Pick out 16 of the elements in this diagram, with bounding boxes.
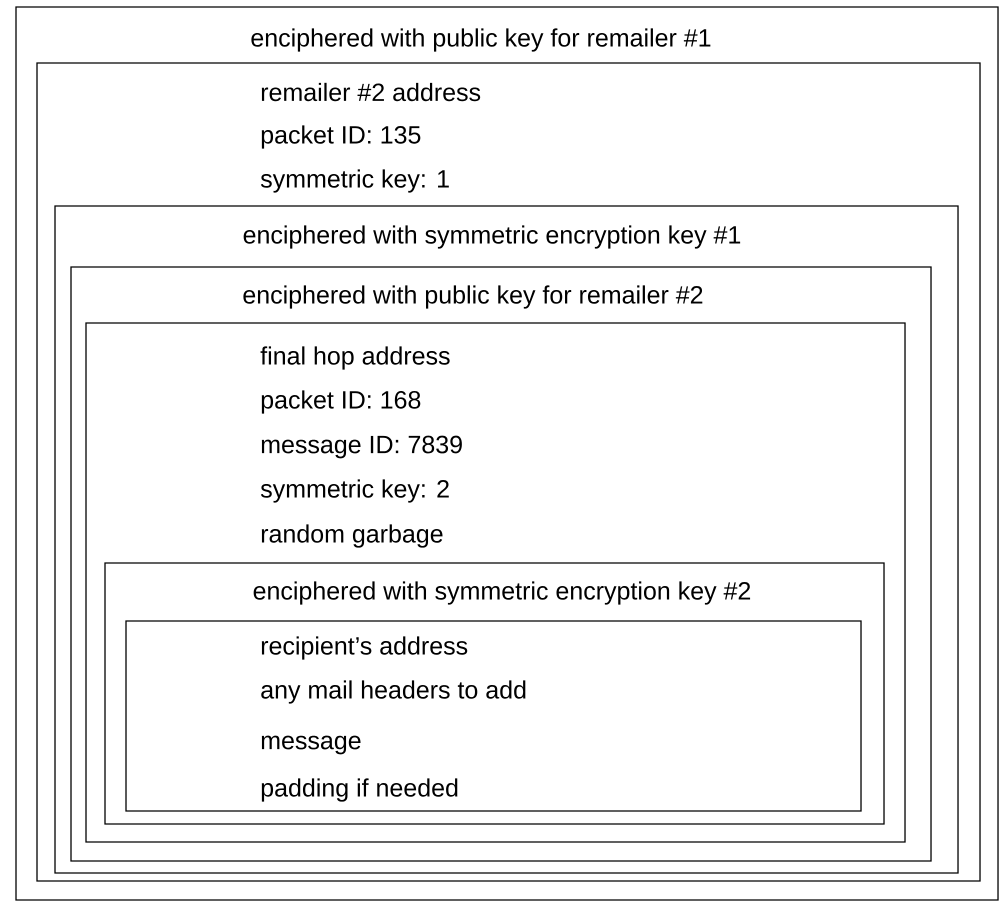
field-text: symmetric key: 2 <box>260 479 449 503</box>
box-heading: enciphered with symmetric encryption key #1 <box>244 225 740 249</box>
field-text: any mail headers to add <box>261 680 526 704</box>
field-text: message <box>262 736 361 754</box>
field-text: padding if needed <box>262 778 458 802</box>
box-heading: enciphered with symmetric encryption key #2 <box>254 581 750 605</box>
field-text: packet ID: 135 <box>262 125 420 149</box>
box-heading: enciphered with public key for remailer #2 <box>243 285 702 309</box>
field-text: symmetric key: 1 <box>260 169 449 193</box>
field-text: remailer #2 address <box>262 82 480 102</box>
field-text: recipient’s address <box>262 636 468 660</box>
field-text: packet ID: 168 <box>262 390 420 414</box>
field-text: message ID: 7839 <box>262 436 462 458</box>
field-text: random garbage <box>262 524 442 548</box>
field-text: final hop address <box>260 346 450 370</box>
box-heading: enciphered with public key for remailer #1 <box>251 28 710 52</box>
